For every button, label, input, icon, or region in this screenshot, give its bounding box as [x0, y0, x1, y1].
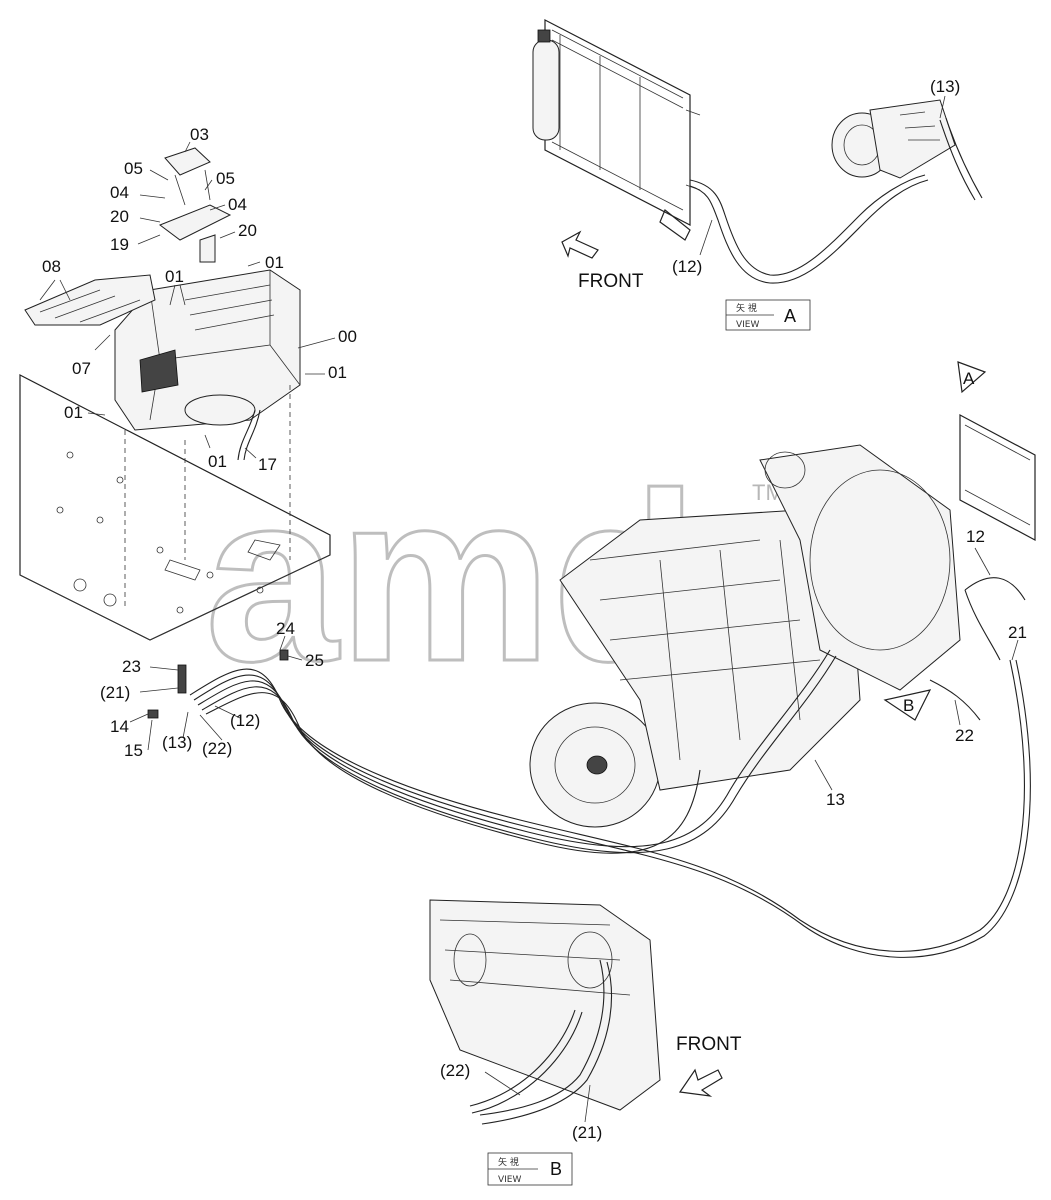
callout-21-bottom: (21)	[572, 1123, 602, 1142]
view-a-box: 矢 視 VIEW A	[725, 299, 811, 331]
callout-17: 17	[258, 455, 277, 474]
condenser-side	[959, 414, 1036, 541]
drain-hose-17	[237, 409, 261, 461]
callout-25: 25	[305, 651, 324, 670]
callout-05-right: 05	[216, 169, 235, 188]
view-b-pointer: B	[883, 689, 932, 721]
front-arrow-top: FRONT	[561, 230, 644, 292]
callouts: 03 05 05 04 04 20 20 19 08 01 01 00 07 0…	[42, 125, 1027, 1142]
callout-21-right: 21	[1008, 623, 1027, 642]
condenser-assembly	[532, 19, 701, 241]
callout-12-top: (12)	[672, 257, 702, 276]
callout-13-right: 13	[826, 790, 845, 809]
callout-12-left: (12)	[230, 711, 260, 730]
view-b-word: VIEW	[498, 1175, 521, 1185]
view-b-box: 矢 視 VIEW B	[487, 1152, 573, 1186]
callout-04-right: 04	[228, 195, 247, 214]
view-a-pointer-label: A	[963, 369, 975, 388]
callout-24: 24	[276, 619, 295, 638]
view-a-word: VIEW	[736, 320, 759, 330]
callout-01-right: 01	[328, 363, 347, 382]
callout-05-left: 05	[124, 159, 143, 178]
callout-04-left: 04	[110, 183, 129, 202]
view-b-detail	[429, 899, 661, 1125]
controller-bracket	[158, 147, 232, 263]
callout-13-left: (13)	[162, 733, 192, 752]
callout-00: 00	[338, 327, 357, 346]
view-a-kanji: 矢 視	[736, 302, 757, 314]
callout-01-right-top: 01	[265, 253, 284, 272]
callout-01-left: 01	[64, 403, 83, 422]
callout-13-top: (13)	[930, 77, 960, 96]
hvac-unit	[114, 269, 301, 431]
front-arrow-bottom: FRONT	[676, 1034, 742, 1097]
view-b-letter: B	[550, 1159, 562, 1179]
floor-plate	[19, 374, 331, 641]
callout-22-right: 22	[955, 726, 974, 745]
callout-01-bottom: 01	[208, 452, 227, 471]
callout-08: 08	[42, 257, 61, 276]
fittings-left	[147, 649, 289, 719]
callout-21-left: (21)	[100, 683, 130, 702]
front-label-top: FRONT	[578, 271, 644, 292]
hoses-view-a	[689, 117, 983, 284]
callout-19: 19	[110, 235, 129, 254]
callout-22-bottom: (22)	[440, 1061, 470, 1080]
main-hose-bundle	[189, 577, 1031, 958]
callout-23: 23	[122, 657, 141, 676]
callout-15: 15	[124, 741, 143, 760]
view-b-pointer-label: B	[903, 696, 914, 715]
callout-12-right: 12	[966, 527, 985, 546]
callout-03: 03	[190, 125, 209, 144]
view-a-letter: A	[784, 306, 796, 326]
engine-assembly	[529, 444, 961, 828]
callout-20-left: 20	[110, 207, 129, 226]
callout-20-right: 20	[238, 221, 257, 240]
front-label-bottom: FRONT	[676, 1034, 742, 1055]
callout-07: 07	[72, 359, 91, 378]
leader-lines	[39, 141, 1019, 1123]
callout-01-top: 01	[165, 267, 184, 286]
callout-22-left: (22)	[202, 739, 232, 758]
callout-14: 14	[110, 717, 129, 736]
view-b-kanji: 矢 視	[498, 1156, 519, 1168]
drop-lines	[124, 385, 291, 610]
duct-08	[24, 274, 156, 326]
compressor	[831, 99, 956, 179]
view-a-pointer: A	[957, 361, 987, 394]
